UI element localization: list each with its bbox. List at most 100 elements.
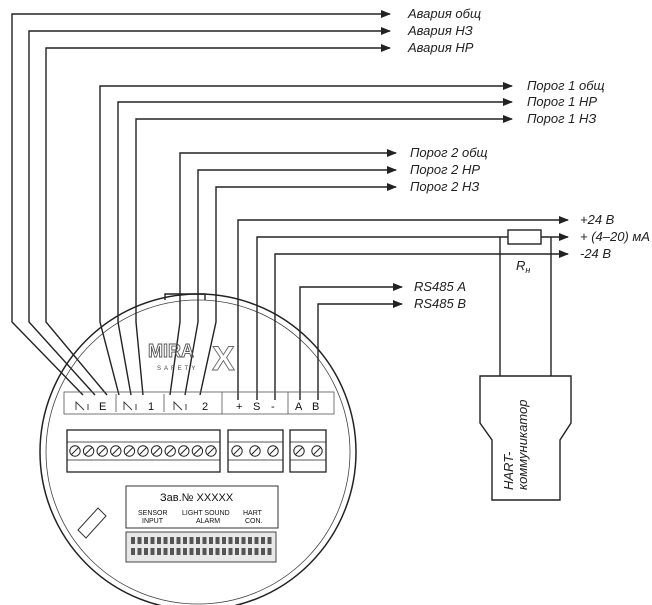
connector-pin bbox=[131, 548, 135, 555]
label-thr1-no: Порог 1 НР bbox=[527, 94, 597, 109]
svg-text:SAFETY: SAFETY bbox=[157, 366, 198, 372]
connector-pin bbox=[254, 537, 259, 544]
connector-pin bbox=[202, 548, 207, 555]
connector-pin bbox=[163, 548, 168, 555]
connector-pin bbox=[196, 537, 200, 544]
label-thr1-common: Порог 1 общ bbox=[527, 78, 605, 93]
terminal-marks: E 1 2 + S - A B bbox=[63, 391, 335, 415]
label-alarm-nc: Авария НЗ bbox=[407, 23, 473, 38]
serial-number: Зав.№ XXXXX bbox=[160, 492, 234, 504]
housing-notch bbox=[164, 293, 206, 300]
load-resistor bbox=[507, 229, 542, 245]
connector-pin bbox=[235, 537, 239, 544]
mark-b: B bbox=[312, 401, 319, 413]
mark-plus: + bbox=[236, 401, 242, 413]
connector-pin bbox=[189, 548, 194, 555]
terminal-screw bbox=[249, 445, 261, 457]
wire-rs485b bbox=[317, 300, 403, 400]
connector-pin bbox=[209, 537, 213, 544]
label-pwr-minus: -24 В bbox=[580, 246, 611, 261]
terminal-screw bbox=[96, 445, 108, 457]
connector-pin bbox=[228, 548, 233, 555]
mark-a: A bbox=[295, 401, 303, 413]
mark-1: 1 bbox=[148, 401, 154, 413]
connector-pin bbox=[150, 548, 155, 555]
mark-s: S bbox=[253, 401, 260, 413]
connector-pin bbox=[176, 537, 181, 544]
terminal-screw bbox=[293, 445, 305, 457]
hart-label: HART- коммуникатор bbox=[501, 400, 530, 490]
connector-pin bbox=[267, 548, 272, 555]
connector-pin bbox=[144, 548, 148, 555]
wire-thr2-nc bbox=[199, 183, 397, 396]
connector-pin bbox=[215, 537, 220, 544]
wire-thr1-common bbox=[99, 82, 513, 396]
connector-pin bbox=[241, 548, 246, 555]
mark-2: 2 bbox=[202, 401, 208, 413]
connector-pin bbox=[170, 548, 174, 555]
connector-pin bbox=[170, 537, 174, 544]
label-alarm-common: Авария общ bbox=[407, 6, 481, 21]
wire-current bbox=[256, 233, 569, 400]
label-rs485b: RS485 В bbox=[414, 296, 466, 311]
connector-pin bbox=[248, 537, 252, 544]
connector-pin bbox=[137, 537, 142, 544]
hart-con-label-1: HART bbox=[243, 510, 263, 517]
terminal-screw bbox=[164, 445, 176, 457]
housing-tab bbox=[77, 507, 107, 539]
light-sound-label: LIGHT SOUND bbox=[182, 510, 230, 517]
connector-pin bbox=[222, 537, 226, 544]
wire-pwr-minus bbox=[274, 250, 569, 400]
wire-pwr-plus bbox=[237, 216, 569, 400]
connector-pin bbox=[157, 548, 161, 555]
label-thr2-no: Порог 2 НР bbox=[410, 162, 480, 177]
alarm-label: ALARM bbox=[196, 518, 220, 525]
terminal-screw bbox=[82, 445, 95, 457]
connector-pin bbox=[235, 548, 239, 555]
connector-pin bbox=[131, 537, 135, 544]
connector-pin bbox=[150, 537, 155, 544]
terminal-screw bbox=[137, 445, 149, 457]
bottom-connectors bbox=[125, 531, 277, 563]
terminal-screw bbox=[150, 445, 163, 457]
terminal-screw bbox=[69, 445, 81, 457]
resistor-label: Rн bbox=[516, 258, 530, 275]
terminal-screw bbox=[267, 445, 279, 457]
connector-pin bbox=[209, 548, 213, 555]
terminal-screw bbox=[311, 445, 323, 457]
connector-pin bbox=[261, 537, 265, 544]
connector-pin bbox=[183, 537, 187, 544]
label-thr1-nc: Порог 1 НЗ bbox=[527, 111, 596, 126]
connector-pin bbox=[248, 548, 252, 555]
wire-alarm-no bbox=[45, 44, 391, 396]
label-current: + (4–20) мА bbox=[580, 229, 650, 244]
wire-thr1-no bbox=[117, 98, 513, 396]
svg-text:X: X bbox=[212, 340, 235, 378]
connector-pin bbox=[261, 548, 265, 555]
terminal-screw bbox=[110, 445, 122, 457]
connector-pin bbox=[163, 537, 168, 544]
sensor-label-1: SENSOR bbox=[138, 510, 168, 517]
connector-pin bbox=[228, 537, 233, 544]
hart-communicator bbox=[479, 375, 572, 501]
connector-pin bbox=[189, 537, 194, 544]
terminal-screw bbox=[178, 445, 190, 457]
terminal-screw bbox=[191, 445, 204, 457]
terminal-screw bbox=[205, 445, 217, 457]
label-thr2-common: Порог 2 общ bbox=[410, 145, 488, 160]
connector-pin bbox=[222, 548, 226, 555]
connector-pin bbox=[196, 548, 200, 555]
wire-alarm-common bbox=[11, 10, 391, 396]
hart-con-label-2: CON. bbox=[245, 518, 263, 525]
svg-text:MIRA: MIRA bbox=[148, 341, 194, 361]
label-thr2-nc: Порог 2 НЗ bbox=[410, 179, 479, 194]
sensor-label-2: INPUT bbox=[142, 518, 164, 525]
mark-minus: - bbox=[271, 401, 275, 413]
connector-pin bbox=[241, 537, 246, 544]
connector-pin bbox=[144, 537, 148, 544]
connector-pin bbox=[176, 548, 181, 555]
wire-thr2-common bbox=[169, 149, 397, 396]
connector-pin bbox=[267, 537, 272, 544]
serial-plate: Зав.№ XXXXX SENSOR INPUT LIGHT SOUND ALA… bbox=[125, 485, 279, 529]
label-pwr-plus: +24 В bbox=[580, 212, 615, 227]
